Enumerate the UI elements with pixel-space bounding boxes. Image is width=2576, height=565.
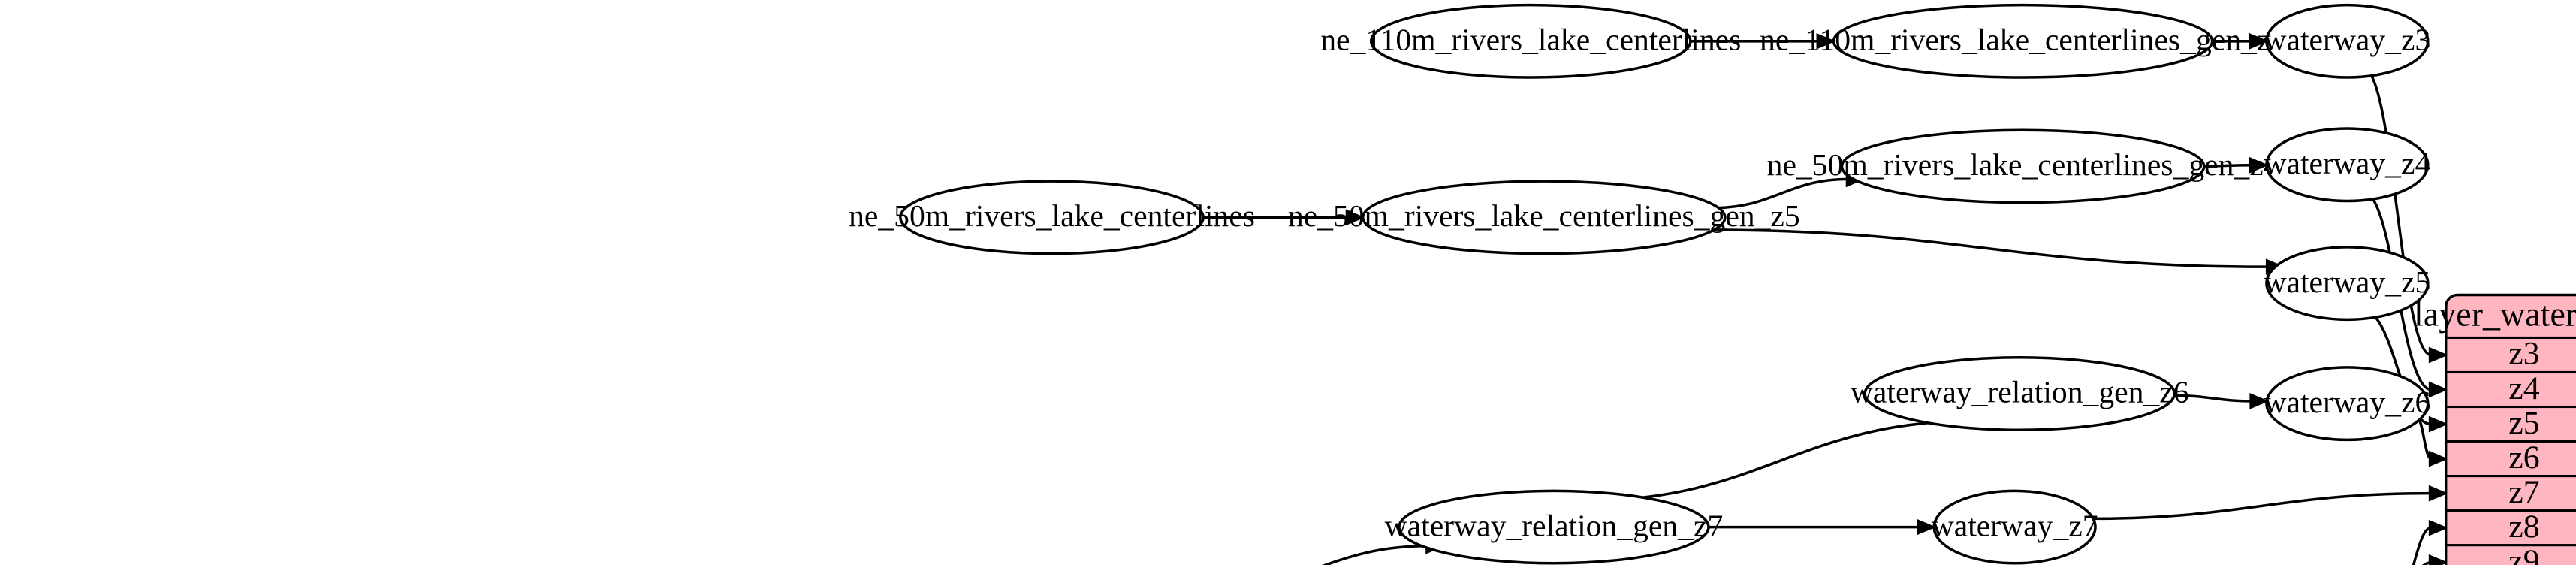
node-waterway_z5[interactable]: waterway_z5 [2264,246,2430,322]
node-ne_50m_rivers_lake_centerlines_gen_z5[interactable]: ne_50m_rivers_lake_centerlines_gen_z5 [1288,180,1800,255]
node-shape-ne_50m_rivers_lake_centerlines [899,180,1205,255]
arrowhead-waterway_z6-to-layer-z6 [2428,450,2448,467]
node-shape-waterway_z4 [2265,127,2430,203]
layer-row-label-z3: z3 [2508,336,2539,372]
node-waterway_z4[interactable]: waterway_z4 [2264,127,2430,203]
arrowhead-waterway_relation_gen_z6-to-waterway_z6 [2249,392,2270,409]
arrowhead-ne_50m_rivers_lake_centerlines-to-ne_50m_rivers_lake_centerlines_gen_z5 [1345,209,1365,226]
edge-ne_50m_rivers_lake_centerlines_gen_z4-to-waterway_z4 [2203,164,2252,168]
layer-row-label-z5: z5 [2508,405,2539,441]
layer-row-label-z9: z9 [2508,543,2539,565]
node-ne_50m_rivers_lake_centerlines_gen_z4[interactable]: ne_50m_rivers_lake_centerlines_gen_z4 [1767,128,2279,204]
layer-row-z5[interactable] [2445,405,2576,443]
node-waterway_z6[interactable]: waterway_z6 [2264,366,2430,442]
node-shape-waterway_relation_gen_z6 [1863,356,2176,431]
arrowhead-waterway_z5-to-layer-z5 [2428,415,2448,433]
node-waterway_relation_gen_z6[interactable]: waterway_relation_gen_z6 [1851,356,2189,431]
node-waterway_z7[interactable]: waterway_z7 [1932,489,2098,565]
layer-row-label-z8: z8 [2508,509,2539,545]
node-shape-ne_50m_rivers_lake_centerlines_gen_z5 [1361,180,1727,255]
node-shape-waterway_z7 [1932,489,2097,565]
edge-waterway_relation_gen_z7-to-waterway_relation_gen_z6 [1586,419,1974,502]
node-ne_110m_rivers_lake_centerlines_gen_z3[interactable]: ne_110m_rivers_lake_centerlines_gen_z3 [1760,3,2286,79]
node-shape-ne_110m_rivers_lake_centerlines_gen_z3 [1832,3,2214,79]
layer-waterway-table[interactable]: layer_waterwayz3z4z5z6z7z8z9z10z11z12z13… [2414,293,2576,565]
layer-row-label-z7: z7 [2508,474,2539,510]
arrowhead-waterway_z9-to-layer-z9 [2428,554,2448,565]
layer-row-z7[interactable] [2445,475,2576,512]
edge-waterway_relation_gen_z8-to-waterway_relation_gen_z7 [1321,545,1428,565]
node-shape-ne_110m_rivers_lake_centerlines [1369,3,1692,79]
node-shape-ne_50m_rivers_lake_centerlines_gen_z4 [1840,128,2206,204]
edge-waterway_relation_gen_z6-to-waterway_z6 [2173,394,2252,403]
node-waterway_relation_gen_z7[interactable]: waterway_relation_gen_z7 [1385,489,1724,565]
arrowhead-ne_110m_rivers_lake_centerlines-to-ne_110m_rivers_lake_centerlines_gen_z3 [1816,32,1836,50]
arrowhead-ne_50m_rivers_lake_centerlines_gen_z4-to-waterway_z4 [2249,156,2269,174]
edge-ne_50m_rivers_lake_centerlines_gen_z5-to-ne_50m_rivers_lake_centerlines_gen_z4 [1713,177,1849,210]
arrowhead-waterway_z7-to-layer-z7 [2428,485,2448,502]
node-shape-waterway_z5 [2265,246,2430,322]
edge-waterway_z3-to-layer-z3 [2363,67,2432,357]
layer-row-z9[interactable] [2445,544,2576,565]
node-waterway_z3[interactable]: waterway_z3 [2264,3,2430,79]
node-shape-waterway_relation_gen_z7 [1398,489,1710,565]
layer-row-label-z6: z6 [2508,440,2539,476]
edge-layer [1203,32,2448,565]
arrowhead-waterway_z4-to-layer-z4 [2428,381,2448,398]
node-ne_50m_rivers_lake_centerlines[interactable]: ne_50m_rivers_lake_centerlines [849,180,1255,255]
arrowhead-waterway_relation_gen_z7-to-waterway_z7 [1917,518,1937,536]
edge-waterway_z7-to-layer-z7 [2091,491,2432,521]
node-layer: imposm3osm_waterway_relationosm_waterway… [849,3,2430,565]
edge-waterway_z8-to-layer-z8 [2412,526,2432,565]
edge-ne_50m_rivers_lake_centerlines_gen_z5-to-waterway_z5 [1705,228,2269,268]
node-shape-waterway_z6 [2265,366,2430,442]
node-ne_110m_rivers_lake_centerlines[interactable]: ne_110m_rivers_lake_centerlines [1320,3,1741,79]
layer-row-label-z4: z4 [2508,370,2539,406]
arrowhead-ne_110m_rivers_lake_centerlines_gen_z3-to-waterway_z3 [2249,32,2269,50]
node-shape-waterway_z3 [2265,3,2430,79]
arrowhead-waterway_z8-to-layer-z8 [2428,519,2448,536]
layer-table-title: layer_waterway [2414,295,2576,334]
arrowhead-waterway_z3-to-layer-z3 [2428,346,2448,364]
layer-row-z6[interactable] [2445,440,2576,478]
